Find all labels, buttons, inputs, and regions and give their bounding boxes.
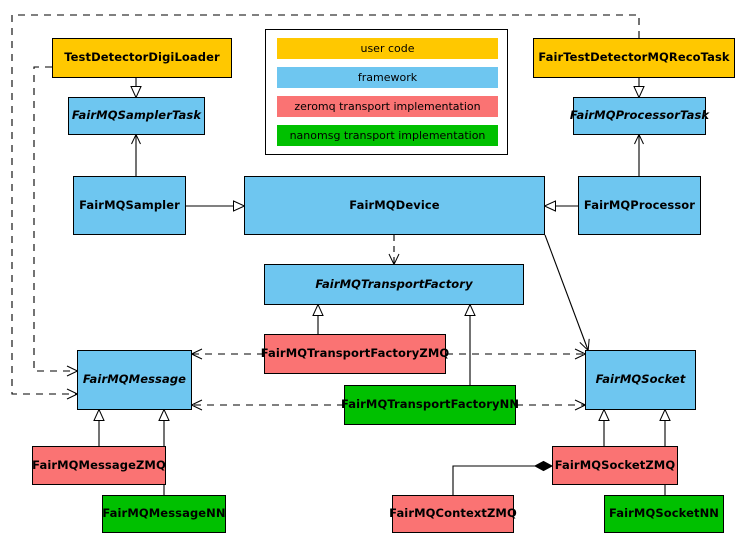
node-fairmqtransportfactorynn[interactable]: FairMQTransportFactoryNN bbox=[340, 385, 520, 425]
node-label: FairMQSampler bbox=[79, 197, 180, 212]
node-fairmqmessage[interactable]: FairMQMessage bbox=[77, 350, 192, 410]
edge-contextzmq-to-socketzmq bbox=[452, 466, 552, 495]
node-label: TestDetectorDigiLoader bbox=[64, 50, 220, 65]
node-label: FairMQDevice bbox=[349, 197, 440, 212]
node-testdetectordigiloader[interactable]: TestDetectorDigiLoader bbox=[52, 38, 232, 78]
legend-item-framework: framework bbox=[277, 67, 498, 88]
node-fairmqsampler[interactable]: FairMQSampler bbox=[73, 176, 186, 235]
edge-digiloader-to-message bbox=[33, 66, 79, 377]
legend-label: user code bbox=[360, 42, 415, 55]
node-fairmqcontextzmq[interactable]: FairMQContextZMQ bbox=[389, 495, 517, 533]
node-fairmqsocketzmq[interactable]: FairMQSocketZMQ bbox=[552, 446, 678, 485]
legend-item-user-code: user code bbox=[277, 38, 498, 59]
node-label: FairMQMessageZMQ bbox=[32, 457, 166, 472]
node-label: FairMQSamplerTask bbox=[71, 108, 202, 123]
legend-label: zeromq transport implementation bbox=[294, 100, 481, 113]
node-label: FairMQProcessorTask bbox=[569, 108, 710, 123]
node-fairmqsocket[interactable]: FairMQSocket bbox=[585, 350, 696, 410]
node-fairmqdevice[interactable]: FairMQDevice bbox=[244, 176, 545, 235]
node-fairmqmessagezmq[interactable]: FairMQMessageZMQ bbox=[32, 446, 166, 485]
node-label: FairMQSocketNN bbox=[608, 506, 720, 521]
node-label: FairMQTransportFactoryZMQ bbox=[260, 346, 450, 361]
node-fairmqsamplertask[interactable]: FairMQSamplerTask bbox=[68, 97, 205, 135]
edge-recotask-to-message bbox=[11, 14, 640, 400]
node-label: FairMQSocket bbox=[595, 372, 686, 387]
node-label: FairMQContextZMQ bbox=[389, 506, 517, 521]
node-fairmqprocessor[interactable]: FairMQProcessor bbox=[578, 176, 701, 235]
node-label: FairMQTransportFactory bbox=[315, 276, 473, 291]
node-label: FairMQSocketZMQ bbox=[554, 457, 676, 472]
node-label: FairTestDetectorMQRecoTask bbox=[538, 50, 730, 65]
legend-label: nanomsg transport implementation bbox=[289, 129, 486, 142]
node-label: FairMQProcessor bbox=[583, 197, 696, 212]
node-fairmqsocketnn[interactable]: FairMQSocketNN bbox=[604, 495, 724, 533]
node-label: FairMQMessage bbox=[82, 372, 187, 387]
edge-device-to-socket bbox=[544, 234, 590, 352]
node-fairmqtransportfactoryzmq[interactable]: FairMQTransportFactoryZMQ bbox=[261, 334, 449, 374]
node-fairmqtransportfactory[interactable]: FairMQTransportFactory bbox=[264, 264, 524, 305]
legend-label: framework bbox=[357, 71, 418, 84]
legend-item-zeromq: zeromq transport implementation bbox=[277, 96, 498, 117]
node-fairtestdetectormqrecotask[interactable]: FairTestDetectorMQRecoTask bbox=[533, 38, 735, 78]
legend-item-nanomsg: nanomsg transport implementation bbox=[277, 125, 498, 146]
node-label: FairMQMessageNN bbox=[102, 506, 226, 521]
node-fairmqprocessortask[interactable]: FairMQProcessorTask bbox=[569, 97, 710, 135]
node-label: FairMQTransportFactoryNN bbox=[340, 397, 520, 412]
node-fairmqmessagenn[interactable]: FairMQMessageNN bbox=[102, 495, 226, 533]
legend: user code framework zeromq transport imp… bbox=[265, 29, 508, 155]
